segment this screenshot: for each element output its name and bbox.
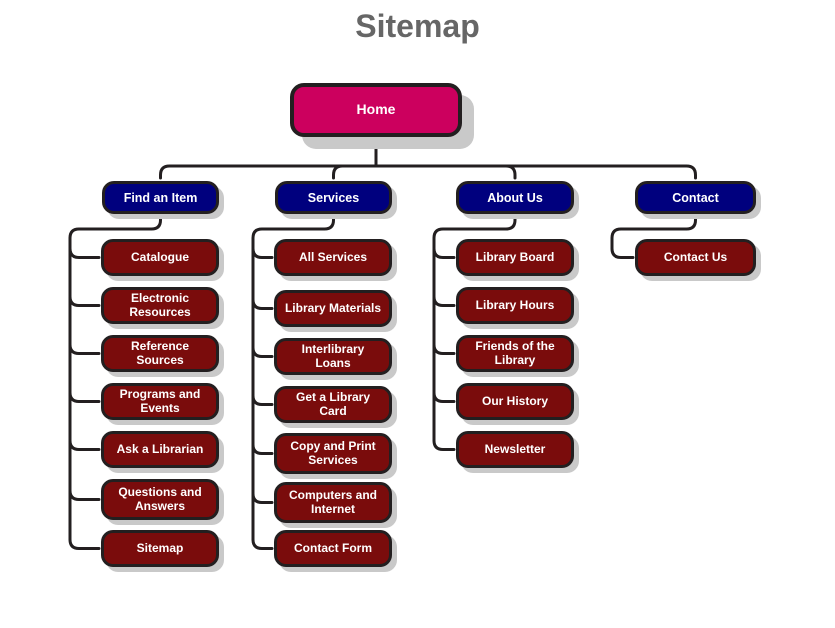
connector [610, 215, 697, 250]
node-questions-and-answers[interactable]: Questions and Answers [101, 479, 219, 520]
connector [374, 164, 517, 180]
connector [332, 164, 378, 180]
connector [251, 492, 274, 504]
node-newsletter[interactable]: Newsletter [456, 431, 574, 468]
node-label: Questions and Answers [118, 485, 202, 513]
connector [374, 164, 697, 180]
connector [68, 247, 101, 259]
node-label: Reference Sources [130, 339, 190, 367]
node-programs-and-events[interactable]: Programs and Events [101, 383, 219, 420]
node-copy-and-print-services[interactable]: Copy and Print Services [274, 433, 392, 474]
connector [432, 295, 456, 307]
connector [251, 538, 274, 550]
node-reference-sources[interactable]: Reference Sources [101, 335, 219, 372]
connector [251, 215, 335, 541]
node-label: Computers and Internet [288, 488, 377, 516]
connector [68, 391, 101, 403]
connector [251, 443, 274, 455]
node-library-board[interactable]: Library Board [456, 239, 574, 276]
node-catalogue[interactable]: Catalogue [101, 239, 219, 276]
node-label: Catalogue [130, 249, 189, 264]
node-label: Library Board [475, 249, 555, 264]
node-label: Ask a Librarian [116, 441, 204, 456]
node-interlibrary-loans[interactable]: Interlibrary Loans [274, 338, 392, 375]
node-label: Library Materials [284, 300, 382, 315]
connector [68, 489, 101, 501]
node-label: Sitemap [136, 540, 184, 555]
node-contact-form[interactable]: Contact Form [274, 530, 392, 567]
node-label: Contact Form [294, 540, 372, 555]
node-library-hours[interactable]: Library Hours [456, 287, 574, 324]
node-contact[interactable]: Contact [635, 181, 756, 214]
node-get-a-library-card[interactable]: Get a Library Card [274, 386, 392, 423]
node-label: Services [307, 190, 360, 205]
node-ask-a-librarian[interactable]: Ask a Librarian [101, 431, 219, 468]
connector [432, 247, 456, 259]
node-label: Find an Item [123, 190, 198, 205]
connector [610, 247, 635, 259]
node-label: Programs and Events [119, 387, 201, 415]
connector [432, 391, 456, 403]
node-services[interactable]: Services [275, 181, 392, 214]
connector [68, 343, 101, 355]
node-computers-and-internet[interactable]: Computers and Internet [274, 482, 392, 523]
node-label: Library Hours [475, 297, 555, 312]
connector [68, 538, 101, 550]
page-title: Sitemap [355, 8, 480, 44]
node-library-materials[interactable]: Library Materials [274, 290, 392, 327]
node-all-services[interactable]: All Services [274, 239, 392, 276]
node-find-an-item[interactable]: Find an Item [102, 181, 219, 214]
connector [432, 439, 456, 451]
node-label: Our History [481, 393, 548, 408]
node-label: About Us [487, 190, 543, 205]
node-label: Get a Library Card [295, 390, 371, 418]
connector [432, 215, 517, 442]
node-our-history[interactable]: Our History [456, 383, 574, 420]
connector [251, 247, 274, 259]
node-contact-us[interactable]: Contact Us [635, 239, 756, 276]
node-sitemap[interactable]: Sitemap [101, 530, 219, 567]
connector [68, 295, 101, 307]
node-home[interactable]: Home [290, 83, 462, 137]
node-about-us[interactable]: About Us [456, 181, 574, 214]
connector [251, 346, 274, 358]
connector [68, 439, 101, 451]
node-electronic-resources[interactable]: Electronic Resources [101, 287, 219, 324]
connector [432, 343, 456, 355]
node-label: Contact [672, 190, 719, 205]
node-label: Newsletter [484, 441, 546, 456]
node-label: Interlibrary Loans [301, 342, 365, 370]
node-label: Home [356, 101, 396, 118]
node-label: Friends of the Library [475, 339, 555, 367]
connector [159, 164, 378, 180]
connector [251, 298, 274, 310]
connector [68, 215, 162, 541]
node-label: Contact Us [663, 249, 728, 264]
node-friends-of-the-library[interactable]: Friends of the Library [456, 335, 574, 372]
node-label: Copy and Print Services [290, 439, 376, 467]
connector [251, 394, 274, 406]
node-label: All Services [298, 249, 368, 264]
node-label: Electronic Resources [129, 291, 191, 319]
